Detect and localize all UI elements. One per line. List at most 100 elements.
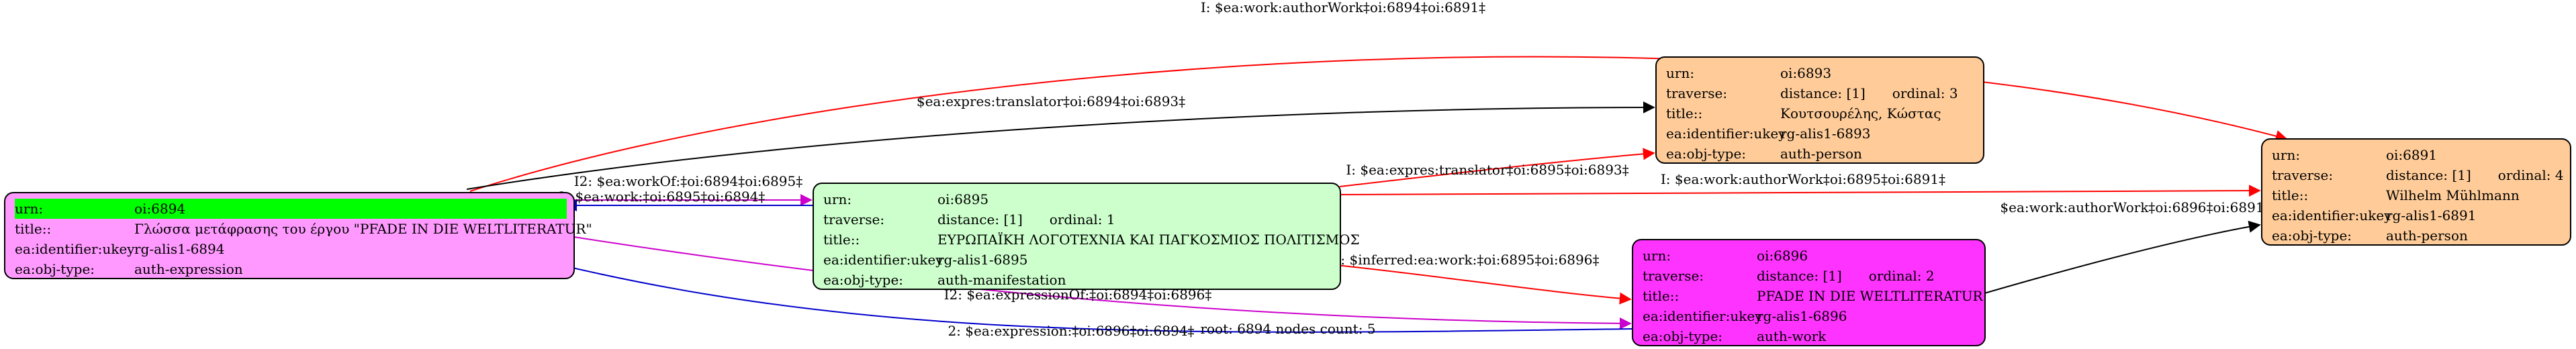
node-6893-ukey-row: ea:identifier:ukey rg-alis1-6893 xyxy=(1666,123,1976,144)
row-key: title:: xyxy=(823,232,860,248)
node-6895-ukey-row: ea:identifier:ukey rg-alis1-6895 xyxy=(823,250,1333,270)
row-value: oi:6891 xyxy=(2386,147,2438,163)
row-value: rg-alis1-6891 xyxy=(2386,207,2477,223)
row-key: ea:identifier:ukey xyxy=(1643,308,1763,324)
row-value: rg-alis1-6894 xyxy=(134,241,225,257)
row-ordinal: ordinal: 2 xyxy=(1868,268,1935,284)
row-key: ea:identifier:ukey xyxy=(1666,126,1786,142)
row-value: Γλώσσα μετάφρασης του έργου "PFADE IN DI… xyxy=(134,221,592,237)
row-key: ea:identifier:ukey xyxy=(823,252,944,268)
node-6896-title-row: title:: PFADE IN DIE WELTLITERATUR xyxy=(1643,286,1983,306)
node-6893-traverse-row: traverse: distance: [1] ordinal: 3 xyxy=(1666,83,1976,103)
row-value: rg-alis1-6895 xyxy=(937,252,1028,268)
node-6896[interactable]: urn: oi:6896 traverse: distance: [1] ord… xyxy=(1632,239,1986,346)
row-value: PFADE IN DIE WELTLITERATUR xyxy=(1757,288,1983,304)
row-key: ea:obj-type: xyxy=(2272,228,2352,244)
node-6893-objtype-row: ea:obj-type: auth-person xyxy=(1666,144,1976,164)
node-6891-urn-row: urn: oi:6891 xyxy=(2272,145,2563,165)
edge-e6 xyxy=(1339,185,2261,197)
edge-e1 xyxy=(469,56,2288,192)
row-ordinal: ordinal: 1 xyxy=(1049,211,1115,228)
row-key: ea:obj-type: xyxy=(15,261,95,277)
row-value: auth-manifestation xyxy=(937,272,1066,288)
edge-e5-label: I: $ea:expres:translator‡oi:6895‡oi:6893… xyxy=(1346,162,1628,178)
node-6893-title-row: title:: Κουτσουρέλης, Κώστας xyxy=(1666,103,1976,123)
node-6895-traverse-row: traverse: distance: [1] ordinal: 1 xyxy=(823,209,1333,230)
node-6893-urn-row: urn: oi:6893 xyxy=(1666,63,1976,83)
row-value: auth-work xyxy=(1757,328,1827,344)
node-6894-objtype-row: ea:obj-type: auth-expression xyxy=(15,259,567,279)
edge-e8-label: $ea:work:authorWork‡oi:6896‡oi:6891‡ xyxy=(2000,199,2270,215)
node-6894-ukey-row: ea:identifier:ukey rg-alis1-6894 xyxy=(15,239,567,259)
edge-e4-label: 2: $ea:work:‡oi:6895‡oi:6894‡ xyxy=(558,189,766,205)
edge-e2-label: $ea:expres:translator‡oi:6894‡oi:6893‡ xyxy=(917,93,1185,109)
node-6895-title-row: title:: ΕΥΡΩΠΑΪΚΗ ΛΟΓΟΤΕΧΝΙΑ ΚΑΙ ΠΑΓΚΟΣΜ… xyxy=(823,230,1360,250)
row-key: traverse: xyxy=(823,211,885,228)
node-6891-traverse-row: traverse: distance: [1] ordinal: 4 xyxy=(2272,165,2564,185)
node-6896-ukey-row: ea:identifier:ukey rg-alis1-6896 xyxy=(1643,306,1978,326)
row-value: oi:6894 xyxy=(134,201,186,217)
row-value: rg-alis1-6893 xyxy=(1780,126,1871,142)
row-value: distance: [1] xyxy=(1780,85,1866,101)
row-key: title:: xyxy=(1666,105,1703,121)
node-6891-objtype-row: ea:obj-type: auth-person xyxy=(2272,226,2563,246)
row-key: ea:obj-type: xyxy=(1643,328,1723,344)
row-value: distance: [1] xyxy=(937,211,1023,228)
node-6896-traverse-row: traverse: distance: [1] ordinal: 2 xyxy=(1643,266,1978,286)
row-key: ea:identifier:ukey xyxy=(2272,207,2392,223)
row-key: ea:obj-type: xyxy=(823,272,904,288)
row-key: traverse: xyxy=(1666,85,1728,101)
edge-e10 xyxy=(442,231,1632,333)
row-value: oi:6893 xyxy=(1780,65,1832,81)
row-key: traverse: xyxy=(1643,268,1704,284)
node-6891-title-row: title:: Wilhelm Mühlmann xyxy=(2272,185,2563,205)
row-key: title:: xyxy=(2272,187,2309,203)
row-key: urn: xyxy=(15,201,44,217)
row-value: auth-person xyxy=(1780,146,1862,162)
row-value: oi:6895 xyxy=(937,191,989,207)
row-ordinal: ordinal: 4 xyxy=(2497,167,2564,183)
node-6893[interactable]: urn: oi:6893 traverse: distance: [1] ord… xyxy=(1655,56,1984,164)
row-key: title:: xyxy=(1643,288,1680,304)
row-key: title:: xyxy=(15,221,52,237)
row-value: auth-expression xyxy=(134,261,243,277)
edge-e7-label: I: $inferred:ea:work:‡oi:6895‡oi:6896‡ xyxy=(1336,252,1600,268)
row-ordinal: ordinal: 3 xyxy=(1892,85,1958,101)
node-6896-objtype-row: ea:obj-type: auth-work xyxy=(1643,326,1978,346)
row-key: ea:obj-type: xyxy=(1666,146,1747,162)
row-value: rg-alis1-6896 xyxy=(1757,308,1847,324)
row-key: urn: xyxy=(1643,248,1671,264)
node-6894[interactable]: urn: oi:6894 title:: Γλώσσα μετάφρασης τ… xyxy=(4,192,592,279)
edge-e2 xyxy=(466,101,1655,190)
node-6891-ukey-row: ea:identifier:ukey rg-alis1-6891 xyxy=(2272,205,2563,226)
edge-e7 xyxy=(1336,264,1632,305)
row-value: distance: [1] xyxy=(2386,167,2471,183)
node-6895[interactable]: urn: oi:6895 traverse: distance: [1] ord… xyxy=(813,183,1360,290)
row-key: ea:identifier:ukey xyxy=(15,241,135,257)
node-6895-objtype-row: ea:obj-type: auth-manifestation xyxy=(823,270,1333,290)
node-6896-urn-row: urn: oi:6896 xyxy=(1643,246,1978,266)
row-value: auth-person xyxy=(2386,228,2468,244)
node-6894-title-row: title:: Γλώσσα μετάφρασης του έργου "PFA… xyxy=(15,219,592,239)
node-6894-urn-row: urn: oi:6894 xyxy=(15,199,567,219)
row-value: distance: [1] xyxy=(1757,268,1842,284)
edge-e8 xyxy=(1984,220,2261,294)
edge-e6-label: I: $ea:work:authorWork‡oi:6895‡oi:6891‡ xyxy=(1661,171,1945,187)
row-value: Κουτσουρέλης, Κώστας xyxy=(1780,105,1941,121)
edge-e9 xyxy=(543,232,1632,330)
row-value: ΕΥΡΩΠΑΪΚΗ ΛΟΓΟΤΕΧΝΙΑ ΚΑΙ ΠΑΓΚΟΣΜΙΟΣ ΠΟΛΙ… xyxy=(937,232,1360,248)
edge-e1-label: I: $ea:work:authorWork‡oi:6894‡oi:6891‡ xyxy=(1201,0,1485,15)
graph-footer: root: 6894 nodes count: 5 xyxy=(1200,321,1376,337)
row-value: oi:6896 xyxy=(1757,248,1808,264)
row-key: urn: xyxy=(1666,65,1695,81)
row-key: urn: xyxy=(2272,147,2301,163)
row-key: traverse: xyxy=(2272,167,2334,183)
node-6895-urn-row: urn: oi:6895 xyxy=(823,189,1333,209)
edge-e10-label: 2: $ea:expression:‡oi:6896‡oi:6894‡ xyxy=(948,323,1194,339)
row-key: urn: xyxy=(823,191,852,207)
edge-e3-label: I2: $ea:workOf:‡oi:6894‡oi:6895‡ xyxy=(574,173,802,189)
node-6891[interactable]: urn: oi:6891 traverse: distance: [1] ord… xyxy=(2261,138,2571,246)
row-value: Wilhelm Mühlmann xyxy=(2386,187,2520,203)
edge-e5 xyxy=(1339,148,1655,187)
